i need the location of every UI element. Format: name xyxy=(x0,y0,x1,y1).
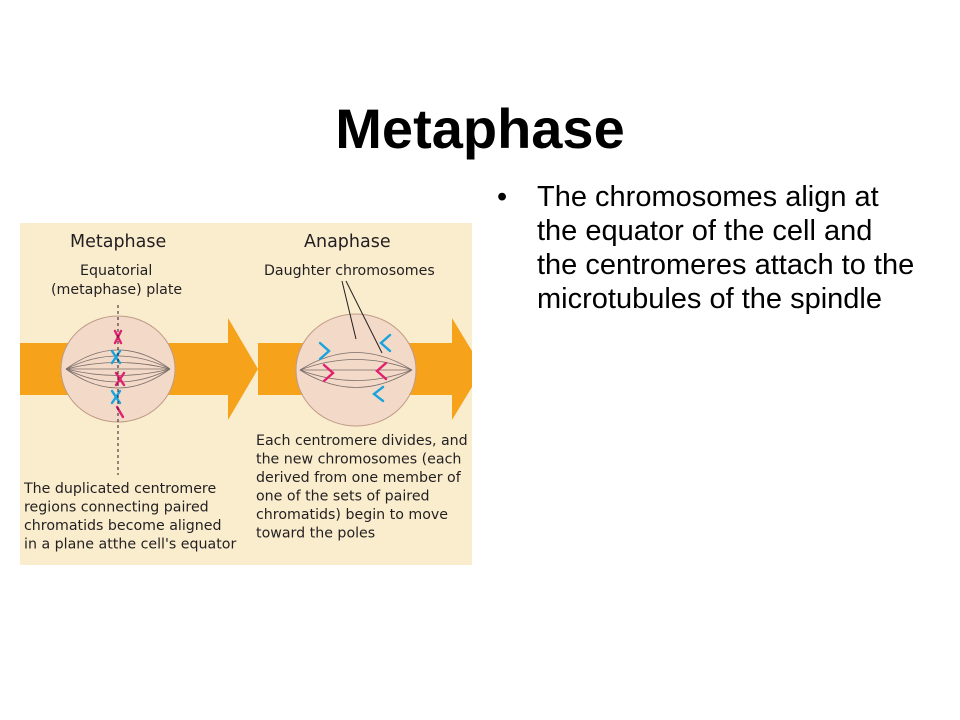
metaphase-heading: Metaphase xyxy=(70,232,166,252)
anaphase-heading: Anaphase xyxy=(304,232,391,252)
anaphase-cell xyxy=(295,313,417,427)
daughter-chromosomes-label: Daughter chromosomes xyxy=(264,263,435,279)
equatorial-plate-label: Equatorial (metaphase) plate xyxy=(51,263,182,298)
daughter-chromosomes-pointer-2 xyxy=(345,280,383,354)
bullet-marker: • xyxy=(497,181,508,213)
mitosis-figure: Metaphase Anaphase Equatorial (metaphase… xyxy=(20,223,472,565)
daughter-chromosomes xyxy=(318,333,392,403)
anaphase-caption-line: chromatids) begin to move xyxy=(256,507,448,523)
metaphase-caption-line: The duplicated centromere xyxy=(23,481,216,497)
mitosis-diagram: Metaphase Anaphase Equatorial (metaphase… xyxy=(20,223,472,565)
metaphase-caption-line: chromatids become aligned xyxy=(24,518,222,534)
metaphase-caption-line: regions connecting paired xyxy=(24,500,209,516)
equatorial-plate-label-line: Equatorial xyxy=(80,263,152,279)
bullet-item: • The chromosomes align at the equator o… xyxy=(497,180,917,316)
metaphase-caption-line: in a plane atthe cell's equator xyxy=(24,537,236,553)
anaphase-caption-line: toward the poles xyxy=(256,526,375,542)
metaphase-caption: The duplicated centromere regions connec… xyxy=(23,481,236,553)
equatorial-plate-label-line: (metaphase) plate xyxy=(51,282,182,298)
anaphase-caption-line: derived from one member of xyxy=(256,470,462,486)
anaphase-spindle-fibers xyxy=(299,352,413,388)
anaphase-caption-line: Each centromere divides, and xyxy=(256,433,468,449)
anaphase-caption-line: one of the sets of paired xyxy=(256,489,430,505)
bullet-list: • The chromosomes align at the equator o… xyxy=(497,180,917,316)
anaphase-caption: Each centromere divides, and the new chr… xyxy=(256,433,472,542)
slide-title: Metaphase xyxy=(335,96,625,160)
daughter-chromosomes-pointer-1 xyxy=(341,280,357,340)
anaphase-caption-line: the new chromosomes (each xyxy=(256,452,461,468)
bullet-text: The chromosomes align at the equator of … xyxy=(537,181,915,315)
